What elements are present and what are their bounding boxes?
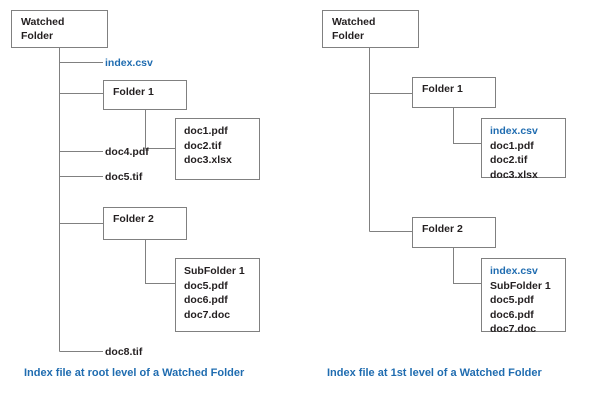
left-f2-file-4: doc7.doc [184, 308, 231, 321]
left-caption: Index file at root level of a Watched Fo… [24, 367, 245, 379]
right-caption: Index file at 1st level of a Watched Fol… [327, 367, 542, 379]
right-folder2-to-files [452, 248, 481, 285]
left-folder-1-label: Folder 1 [113, 86, 154, 98]
left-leaf-doc4-pdf: doc4.pdf [105, 146, 149, 158]
left-watched-folder-line1: Watched [21, 16, 65, 28]
left-watched-folder-line2: Folder [21, 29, 54, 42]
right-folder-2-label: Folder 2 [422, 223, 463, 235]
right-folder-2-box[interactable]: Folder 2 [412, 217, 496, 248]
right-folder-1-label: Folder 1 [422, 83, 463, 95]
left-folder-2-file-box[interactable]: SubFolder 1 doc5.pdf doc6.pdf doc7.doc [175, 258, 260, 332]
left-folder-2-label: Folder 2 [113, 213, 154, 225]
right-f2-file-5: doc7.doc [490, 323, 537, 335]
right-f1-file-4: doc3.xlsx [490, 168, 538, 181]
right-f2-file-2: SubFolder 1 [490, 279, 551, 292]
left-folder-2-box[interactable]: Folder 2 [103, 207, 187, 240]
right-folder-2-file-box[interactable]: index.csv SubFolder 1 doc5.pdf doc6.pdf … [481, 258, 566, 335]
left-folder-1-box[interactable]: Folder 1 [103, 80, 187, 110]
left-f1-file-2: doc2.tif [184, 139, 222, 152]
left-leaf-doc5-tif: doc5.tif [105, 171, 143, 183]
left-f2-file-1: SubFolder 1 [184, 265, 245, 277]
right-folder1-to-files [452, 108, 481, 145]
right-watched-folder-line2: Folder [332, 29, 365, 42]
left-folder1-to-files [144, 110, 175, 150]
right-f1-file-1: index.csv [490, 125, 538, 137]
left-f2-file-3: doc6.pdf [184, 294, 228, 306]
left-f1-file-1: doc1.pdf [184, 125, 228, 137]
right-watched-folder-line1: Watched [332, 16, 376, 28]
left-folder2-to-files [144, 240, 175, 285]
right-folder-1-file-box[interactable]: index.csv doc1.pdf doc2.tif doc3.xlsx [481, 118, 566, 181]
left-leaf-index-csv[interactable]: index.csv [105, 57, 153, 69]
right-f2-file-3: doc5.pdf [490, 294, 534, 306]
left-leaf-doc8-tif: doc8.tif [105, 346, 143, 358]
left-f2-file-2: doc5.pdf [184, 279, 228, 292]
right-folder-1-box[interactable]: Folder 1 [412, 77, 496, 108]
right-f2-file-4: doc6.pdf [490, 308, 534, 321]
right-f2-file-1: index.csv [490, 265, 538, 277]
right-f1-file-3: doc2.tif [490, 154, 528, 166]
right-watched-folder-box[interactable]: Watched Folder [322, 10, 419, 48]
left-f1-file-3: doc3.xlsx [184, 154, 232, 166]
right-f1-file-2: doc1.pdf [490, 139, 534, 152]
left-folder-1-file-box[interactable]: doc1.pdf doc2.tif doc3.xlsx [175, 118, 260, 180]
left-watched-folder-box[interactable]: Watched Folder [11, 10, 108, 48]
